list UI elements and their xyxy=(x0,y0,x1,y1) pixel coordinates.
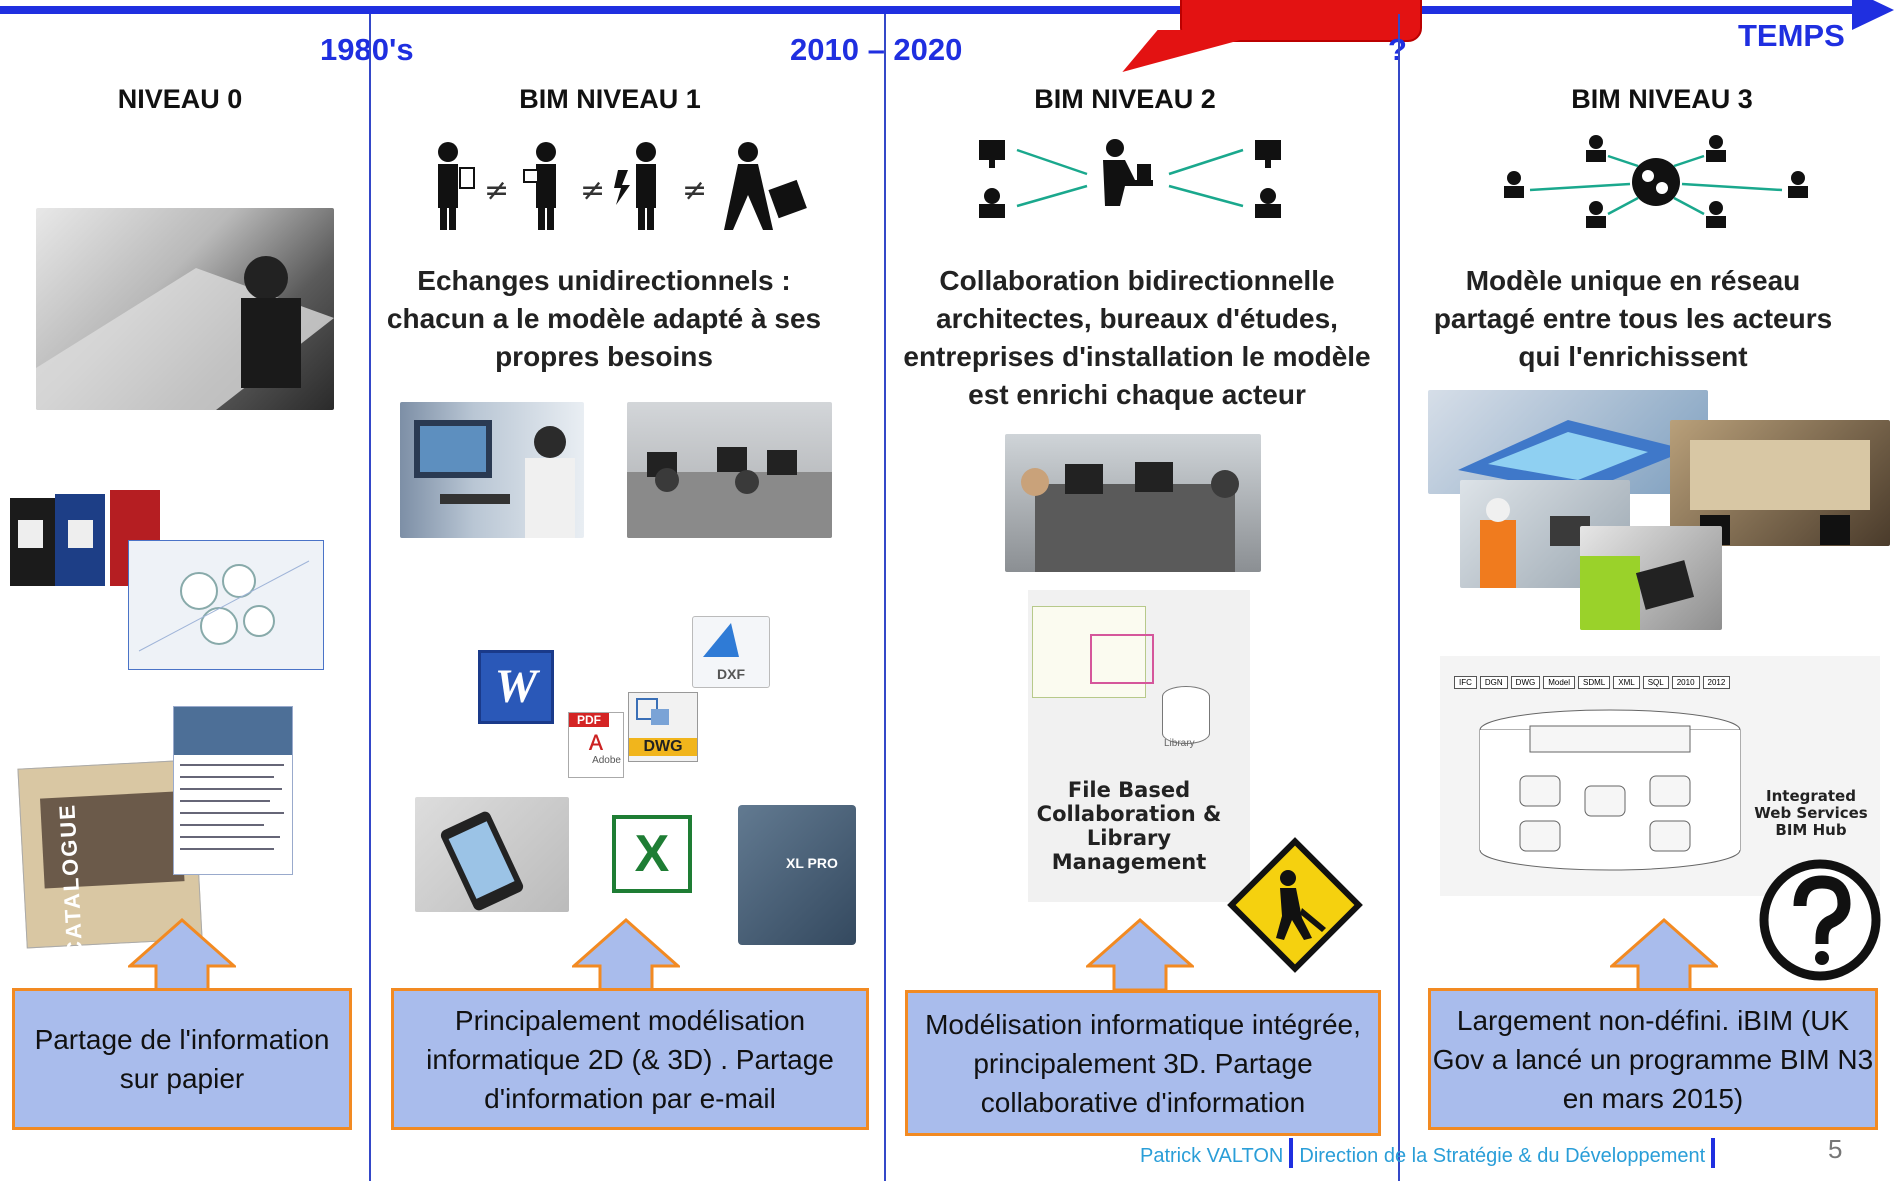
page-number: 5 xyxy=(1828,1134,1843,1164)
brochure-text-lines xyxy=(180,764,284,850)
pdf-label: PDF xyxy=(569,713,609,727)
adobe-glyph: ᴀ xyxy=(588,724,604,757)
file-based-label: File Based Collaboration & Library Manag… xyxy=(1036,778,1222,874)
network-model-icons xyxy=(1500,132,1812,232)
era-1980: 1980's xyxy=(320,32,414,67)
era-2010-2020: 2010 – 2020 xyxy=(790,32,963,67)
column-title-niveau-0: NIVEAU 0 xyxy=(117,84,243,114)
box-text: Modélisation informatique intégrée, prin… xyxy=(925,1008,1361,1118)
file-based-diagram: Library File Based Collaboration & Libra… xyxy=(1028,590,1250,902)
word-icon-glyph: W xyxy=(494,660,538,713)
excel-icon: X xyxy=(612,815,692,893)
smartphone-photo xyxy=(415,797,569,912)
column-separator xyxy=(884,14,886,1181)
column-description-2: Collaboration bidirectionnelle architect… xyxy=(903,265,1371,410)
pdf-icon: PDF ᴀ Adobe xyxy=(568,712,624,778)
dwg-label: DWG xyxy=(629,738,697,756)
box-text: Principalement modélisation informatique… xyxy=(426,1004,834,1114)
hub-format-chip: XML xyxy=(1613,676,1640,689)
dxf-shape xyxy=(703,623,739,657)
box-niveau-3: Largement non-défini. iBIM (UK Gov a lan… xyxy=(1428,988,1878,1130)
up-arrow-3 xyxy=(1610,918,1718,990)
hub-format-row: IFC DGN DWG Model SDML XML SQL 2010 2012 xyxy=(1454,676,1731,689)
xlpro-label: XL PRO xyxy=(786,855,838,871)
dxf-icon: DXF xyxy=(692,616,770,688)
roadwork-sign-icon xyxy=(1218,828,1372,982)
column-separator xyxy=(369,14,371,1181)
blueprints-photo xyxy=(128,540,324,670)
svg-text:≠: ≠ xyxy=(682,173,707,208)
footer-divider xyxy=(1289,1138,1294,1168)
box-text: Largement non-défini. iBIM (UK Gov a lan… xyxy=(1432,1004,1874,1114)
temps-label: TEMPS xyxy=(1738,18,1845,53)
box-text: Partage de l'information sur papier xyxy=(34,1024,330,1094)
svg-text:≠: ≠ xyxy=(580,173,605,208)
binders-photo xyxy=(10,490,185,590)
hub-format-chip: SDML xyxy=(1578,676,1611,689)
adobe-label: Adobe xyxy=(592,755,621,766)
integrated-hub-label: Integrated Web Services BIM Hub xyxy=(1754,787,1868,839)
up-arrow-2 xyxy=(1086,918,1194,990)
hub-format-chip: DWG xyxy=(1510,676,1541,689)
box-niveau-2: Modélisation informatique intégrée, prin… xyxy=(905,990,1381,1136)
footer-department: Direction de la Stratégie & du Développe… xyxy=(1299,1145,1706,1167)
footer: Patrick VALTON Direction de la Stratégie … xyxy=(1140,1138,1721,1168)
xlpro-software-box: XL PRO xyxy=(738,805,856,945)
svg-text:≠: ≠ xyxy=(484,173,509,208)
hub-cylinder-drawing xyxy=(1479,709,1741,871)
hub-format-chip: DGN xyxy=(1479,676,1508,689)
callout-tail xyxy=(1122,30,1278,72)
engineer-computer-photo xyxy=(400,402,584,538)
column-title-niveau-2: BIM NIVEAU 2 xyxy=(1034,84,1216,114)
column-description-3: Modèle unique en réseau partagé entre to… xyxy=(1433,265,1833,372)
hub-format-chip: 2010 xyxy=(1671,676,1700,689)
unidirectional-actors-icons: ≠ ≠ ≠ xyxy=(428,140,818,232)
library-label: Library xyxy=(1164,738,1195,749)
column-title-niveau-1: BIM NIVEAU 1 xyxy=(519,84,701,114)
immersive-room-photo xyxy=(1670,420,1890,546)
column-separator xyxy=(1398,14,1400,1181)
integrated-bim-hub-diagram: IFC DGN DWG Model SDML XML SQL 2010 2012… xyxy=(1440,656,1880,896)
footer-author: Patrick VALTON xyxy=(1140,1145,1284,1167)
timeline-axis xyxy=(0,6,1870,14)
bidirectional-collab-icons xyxy=(975,136,1285,226)
column-description-1: Echanges unidirectionnels : chacun a le … xyxy=(386,265,822,372)
callout-bubble xyxy=(1180,0,1422,42)
timeline-arrowhead xyxy=(1852,0,1894,30)
question-mark-icon xyxy=(1758,858,1882,982)
hub-format-chip: IFC xyxy=(1454,676,1477,689)
drafting-illustration xyxy=(36,256,334,410)
era-unknown: ? xyxy=(1388,32,1407,68)
meeting-room-photo xyxy=(1005,434,1261,572)
library-cylinder xyxy=(1162,686,1210,744)
office-photo xyxy=(627,402,832,538)
brochure-header xyxy=(174,707,292,755)
collaborative-table-photo xyxy=(1428,390,1708,494)
brochure-page xyxy=(173,706,293,875)
box-niveau-1: Principalement modélisation informatique… xyxy=(391,988,869,1130)
up-arrow-0 xyxy=(128,918,236,990)
footer-divider xyxy=(1711,1138,1716,1168)
tablet-worker-photo xyxy=(1580,526,1722,630)
hub-format-chip: Model xyxy=(1543,676,1576,689)
hub-format-chip: 2012 xyxy=(1702,676,1731,689)
dxf-label: DXF xyxy=(717,666,745,682)
box-niveau-0: Partage de l'information sur papier xyxy=(12,988,352,1130)
dwg-shape xyxy=(636,698,669,725)
drafting-table-photo xyxy=(36,208,334,410)
hub-format-chip: SQL xyxy=(1642,676,1669,689)
column-title-niveau-3: BIM NIVEAU 3 xyxy=(1571,84,1753,114)
diagram-doc-box xyxy=(1032,606,1146,698)
excel-icon-glyph: X xyxy=(634,825,670,883)
word-icon: W xyxy=(478,650,554,724)
diagram-pink-box xyxy=(1090,634,1154,684)
dwg-icon: DWG xyxy=(628,692,698,762)
up-arrow-1 xyxy=(572,918,680,990)
